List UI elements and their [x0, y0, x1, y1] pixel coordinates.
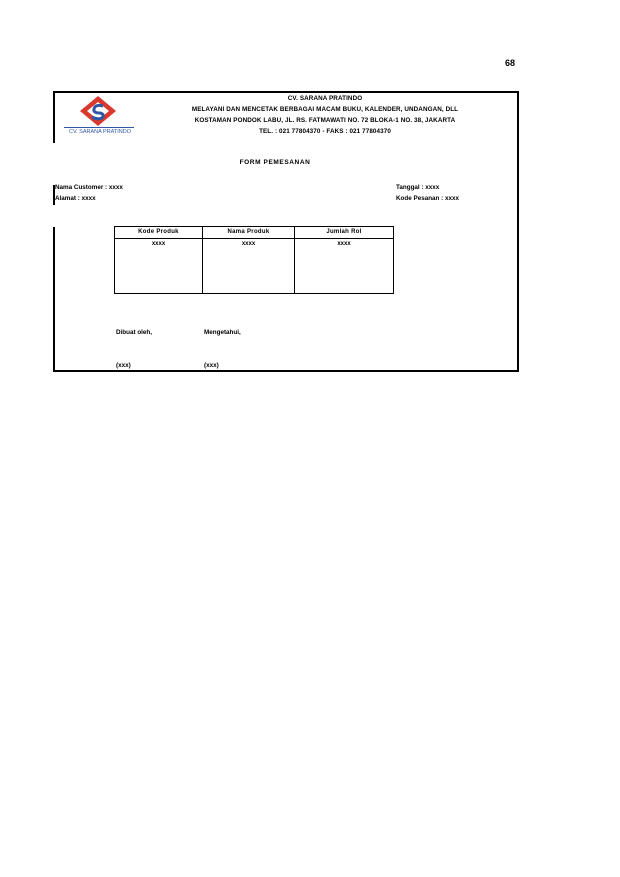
made-by-label: Dibuat oleh,: [116, 329, 153, 336]
company-name: CV. SARANA PRATINDO: [287, 95, 363, 102]
made-by-name: (xxx): [116, 362, 131, 369]
logo-underline: [64, 127, 134, 128]
address-field: Alamat : xxxx: [55, 195, 96, 202]
table-cell: xxxx: [151, 241, 166, 247]
column-product-name: Nama Produk xxxx: [203, 227, 295, 293]
border-gap: [51, 143, 55, 185]
column-header: Nama Produk: [203, 227, 294, 239]
logo-mark-icon: [80, 96, 116, 126]
customer-name-field: Nama Customer : xxxx: [55, 184, 123, 191]
column-product-code: Kode Produk xxxx: [115, 227, 203, 293]
page-number: 68: [505, 58, 516, 68]
company-address: KOSTAMAN PONDOK LABU, JL. RS. FATMAWATI …: [194, 117, 456, 124]
table-cell: xxxx: [241, 241, 256, 247]
column-roll-quantity: Jumlah Rol xxxx: [295, 227, 393, 293]
order-code-field: Kode Pesanan : xxxx: [396, 195, 459, 202]
product-table: Kode Produk xxxx Nama Produk xxxx Jumlah…: [114, 226, 394, 294]
border-gap: [51, 205, 55, 227]
company-tagline: MELAYANI DAN MENCETAK BERBAGAI MACAM BUK…: [191, 106, 459, 113]
date-field: Tanggal : xxxx: [396, 184, 440, 191]
acknowledged-label: Mengetahui,: [204, 329, 241, 336]
logo-caption: CV. SARANA PRATINDO: [68, 129, 132, 135]
column-header: Kode Produk: [115, 227, 202, 239]
company-logo: CV. SARANA PRATINDO: [60, 95, 138, 140]
company-contact: TEL. : 021 77804370 - FAKS : 021 7780437…: [259, 128, 391, 135]
form-title: FORM PEMESANAN: [239, 159, 311, 166]
order-form: [53, 91, 519, 372]
table-cell: xxxx: [337, 241, 351, 247]
company-header: CV. SARANA PRATINDO MELAYANI DAN MENCETA…: [150, 93, 500, 137]
acknowledged-name: (xxx): [204, 362, 219, 369]
column-header: Jumlah Rol: [295, 227, 393, 239]
